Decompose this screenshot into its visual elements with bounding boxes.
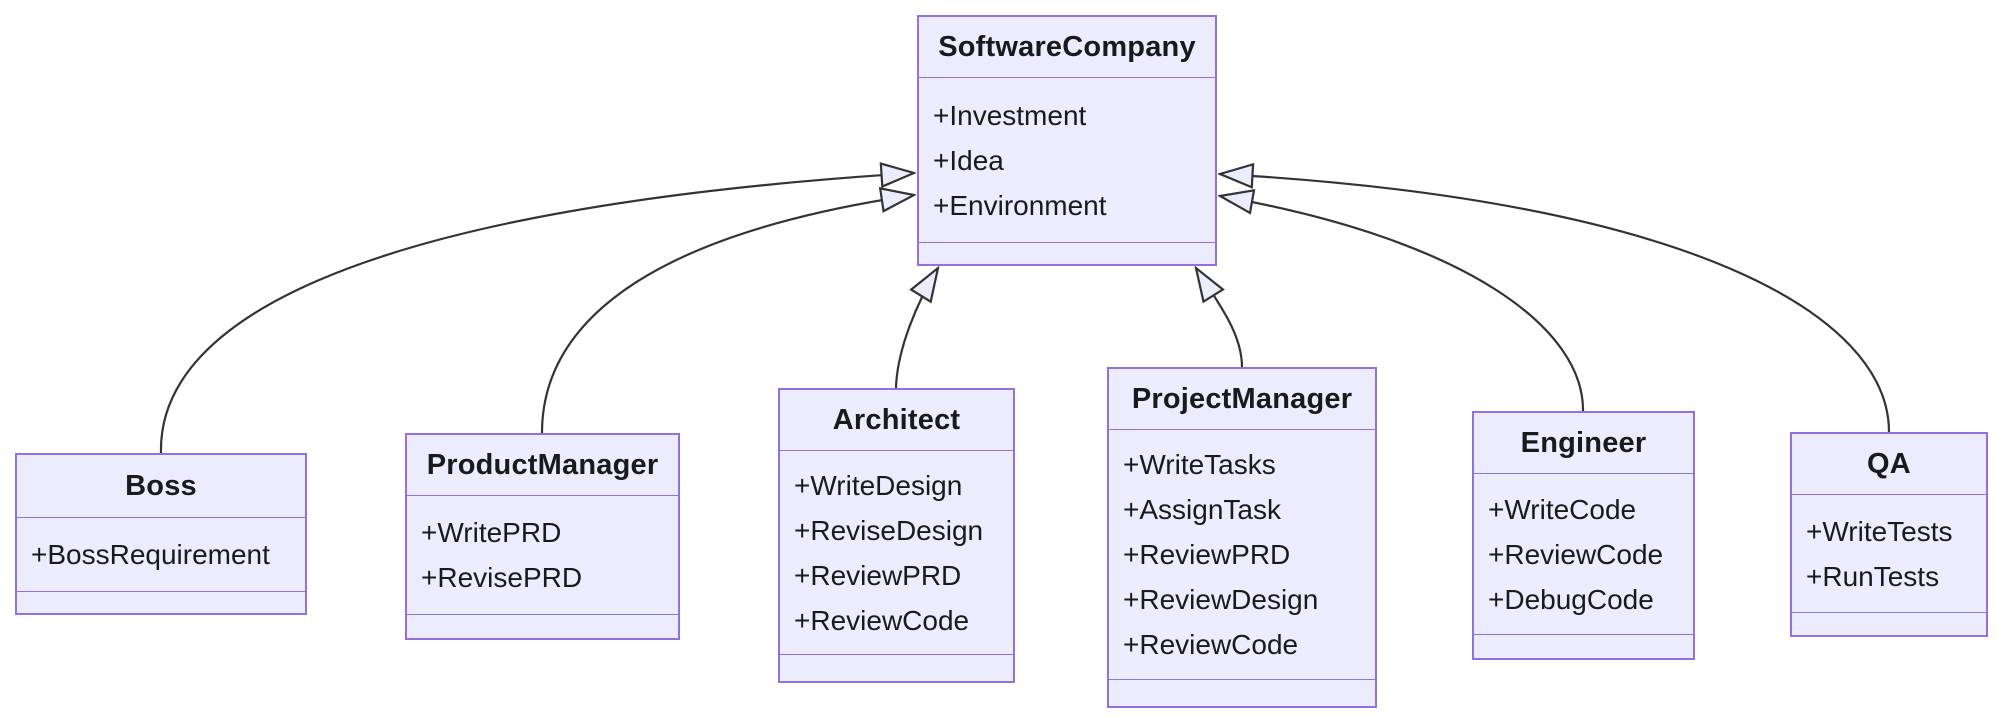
class-methods-softwarecompany xyxy=(919,242,1215,264)
class-attribute: +AssignTask xyxy=(1123,494,1281,525)
class-attribute: +RunTests xyxy=(1806,560,1940,592)
class-title-engineer: Engineer xyxy=(1474,413,1693,474)
class-methods-engineer xyxy=(1474,634,1693,658)
inheritance-edge-projectmanager xyxy=(1196,268,1244,368)
class-attribute: +ReviewPRD xyxy=(794,559,962,591)
class-node-architect: Architect +WriteDesign +ReviseDesign +Revie… xyxy=(778,388,1015,683)
class-attributes-productmanager: +WritePRD +RevisePRD xyxy=(407,496,678,614)
class-attribute: +ReviewCode xyxy=(1488,538,1664,570)
class-attribute: +RevisePRD xyxy=(421,562,583,593)
class-methods-productmanager xyxy=(407,614,678,638)
class-attribute: +ReviseDesign xyxy=(794,514,984,546)
class-attribute: +WriteDesign xyxy=(794,469,963,501)
class-attribute: +ReviewPRD xyxy=(1123,539,1291,570)
class-node-engineer: Engineer +WriteCode +ReviewCode +DebugCode xyxy=(1472,411,1695,660)
class-methods-projectmanager xyxy=(1109,679,1375,706)
class-attributes-engineer: +WriteCode +ReviewCode +DebugCode xyxy=(1474,474,1693,634)
class-title-qa: QA xyxy=(1792,434,1986,495)
class-node-softwarecompany: SoftwareCompany +Investment +Idea +Environm… xyxy=(917,15,1217,266)
class-attribute: +Investment xyxy=(933,99,1087,131)
class-attributes-architect: +WriteDesign +ReviseDesign +ReviewPRD +Revi… xyxy=(780,451,1013,654)
class-attributes-projectmanager: +WriteTasks +AssignTask +ReviewPRD +ReviewD… xyxy=(1109,430,1375,679)
class-attribute: +WriteTests xyxy=(1806,515,1953,547)
class-attributes-softwarecompany: +Investment +Idea +Environment xyxy=(919,78,1215,242)
class-attribute: +WritePRD xyxy=(421,517,562,548)
class-attribute: +WriteTasks xyxy=(1123,449,1276,480)
class-attribute: +DebugCode xyxy=(1488,583,1654,615)
class-node-productmanager: ProductManager +WritePRD +RevisePRD xyxy=(405,433,680,640)
class-attribute: +ReviewCode xyxy=(794,604,970,636)
class-methods-boss xyxy=(17,591,305,613)
class-title-boss: Boss xyxy=(17,455,305,518)
class-attribute: +ReviewCode xyxy=(1123,629,1299,660)
class-node-boss: Boss +BossRequirement xyxy=(15,453,307,615)
class-node-qa: QA +WriteTests +RunTests xyxy=(1790,432,1988,637)
class-methods-qa xyxy=(1792,612,1986,635)
class-title-softwarecompany: SoftwareCompany xyxy=(919,17,1215,78)
class-node-projectmanager: ProjectManager +WriteTasks +AssignTask +Rev… xyxy=(1107,367,1377,708)
class-attributes-boss: +BossRequirement xyxy=(17,518,305,591)
class-title-architect: Architect xyxy=(780,390,1013,451)
class-attribute: +Idea xyxy=(933,144,1004,176)
class-attributes-qa: +WriteTests +RunTests xyxy=(1792,495,1986,612)
inheritance-edge-architect xyxy=(894,268,938,389)
class-title-productmanager: ProductManager xyxy=(407,435,678,496)
class-attribute: +Environment xyxy=(933,189,1107,221)
class-methods-architect xyxy=(780,654,1013,681)
class-title-projectmanager: ProjectManager xyxy=(1109,369,1375,430)
class-attribute: +BossRequirement xyxy=(31,539,270,570)
class-attribute: +WriteCode xyxy=(1488,493,1637,525)
class-attribute: +ReviewDesign xyxy=(1123,584,1319,615)
